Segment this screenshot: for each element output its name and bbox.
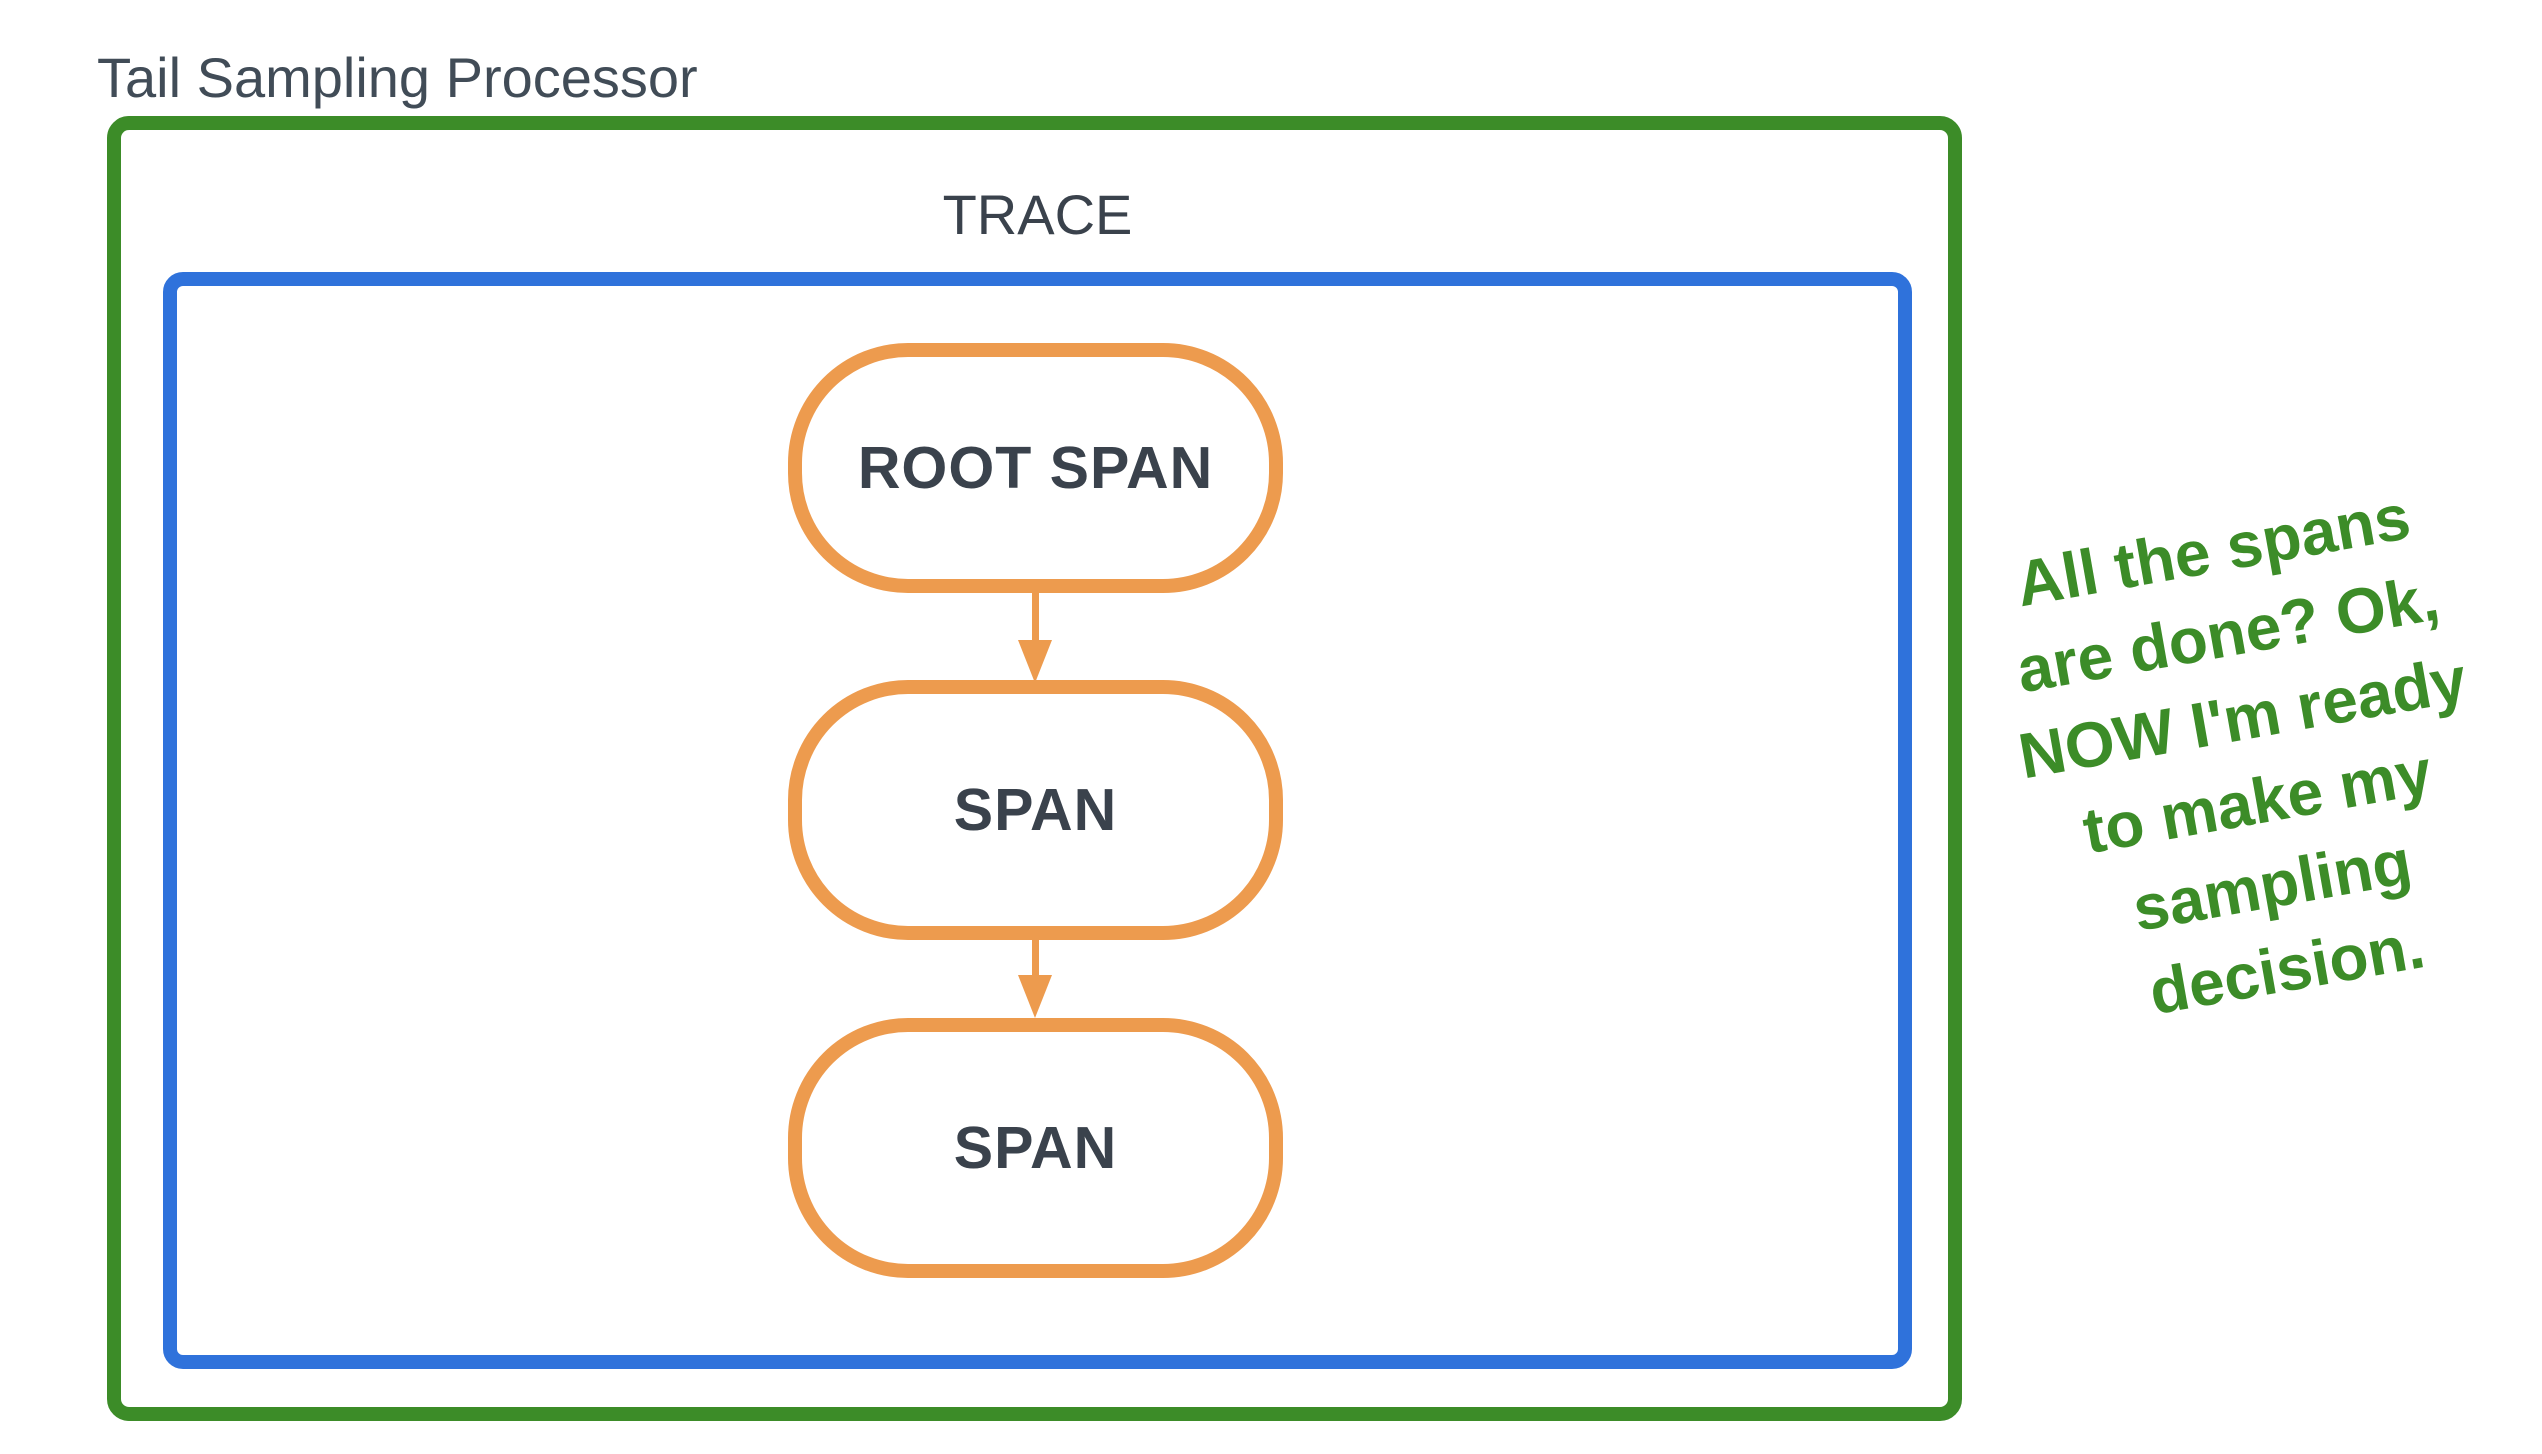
arrow-head bbox=[1018, 640, 1052, 683]
span-label: SPAN bbox=[953, 777, 1118, 843]
span-label: SPAN bbox=[953, 1115, 1118, 1181]
arrow-shaft bbox=[1031, 593, 1039, 640]
span-node-3: SPAN bbox=[788, 1018, 1283, 1278]
tail-sampling-processor-box bbox=[107, 116, 1962, 1421]
annotation-text: All the spans are done? Ok, NOW I'm read… bbox=[2010, 480, 2472, 1029]
trace-box bbox=[163, 272, 1912, 1369]
arrow-down-icon bbox=[1018, 593, 1052, 683]
root-span-label: ROOT SPAN bbox=[857, 435, 1214, 501]
trace-label: TRACE bbox=[942, 183, 1133, 246]
arrow-head bbox=[1018, 975, 1052, 1018]
arrow-down-icon bbox=[1018, 940, 1052, 1018]
arrow-shaft bbox=[1031, 940, 1039, 975]
root-span-node: ROOT SPAN bbox=[788, 343, 1283, 593]
page-title: Tail Sampling Processor bbox=[97, 46, 698, 109]
span-node-2: SPAN bbox=[788, 680, 1283, 940]
